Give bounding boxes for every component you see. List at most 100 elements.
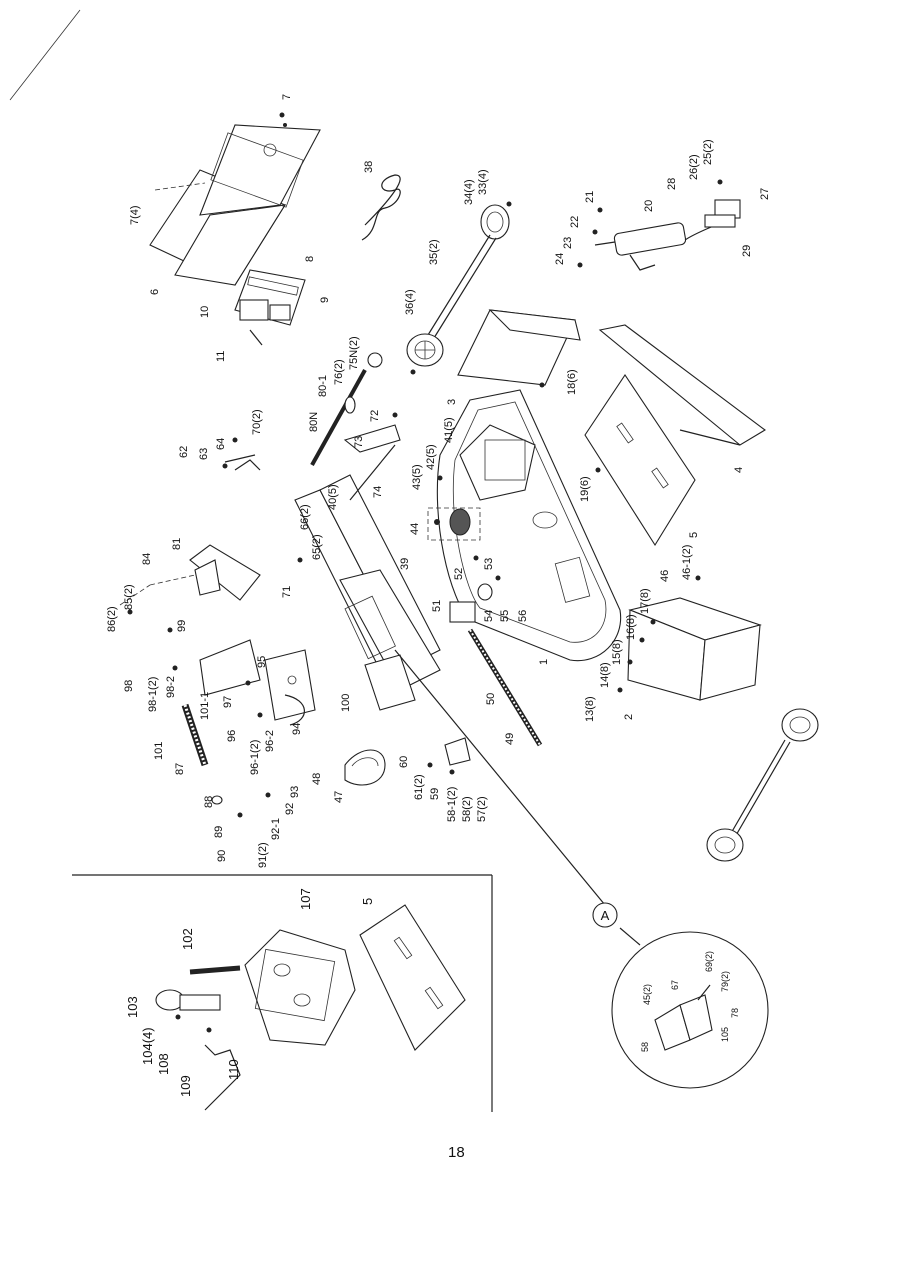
label-92-1: 92-1 [270, 818, 282, 840]
detail-label-45-2: 45(2) [642, 984, 652, 1005]
top-cover [598, 324, 766, 446]
label-33-4: 33(4) [477, 169, 489, 195]
label-11: 11 [215, 351, 227, 362]
clamp-plate [444, 737, 471, 766]
detail-label-58: 58 [640, 1042, 650, 1052]
detail-label-105: 105 [720, 1027, 730, 1042]
label-6: 6 [149, 289, 161, 295]
label-85-2: 85(2) [123, 584, 135, 610]
label-71: 71 [281, 586, 293, 598]
label-3: 3 [446, 399, 458, 405]
control-box [149, 123, 321, 286]
label-65-2: 65(2) [311, 534, 323, 560]
label-96: 96 [226, 730, 238, 742]
shaft-and-lever [310, 352, 401, 501]
lead-screw [449, 583, 543, 747]
detail-label-69-2: 69(2) [704, 951, 714, 972]
label-80n: 80N [308, 412, 320, 432]
part-labels: 7 7(4) 6 8 9 10 11 38 34(4) 33(4) 35(2) … [106, 94, 771, 1097]
label-56: 56 [517, 610, 529, 622]
label-84: 84 [141, 553, 153, 565]
label-47: 47 [333, 791, 345, 803]
label-54: 54 [483, 610, 495, 622]
label-102: 102 [180, 928, 195, 950]
label-110: 110 [226, 1059, 241, 1080]
carriage-and-bracket [199, 639, 316, 726]
label-18-6: 18(6) [566, 369, 578, 395]
label-61-2: 61(2) [413, 774, 425, 800]
label-14-8: 14(8) [599, 662, 611, 688]
label-86-2: 86(2) [106, 606, 118, 632]
label-35-2: 35(2) [428, 239, 440, 265]
label-51: 51 [431, 600, 443, 612]
label-64: 64 [215, 438, 227, 450]
label-26-2: 26(2) [688, 154, 700, 180]
base-plate [584, 374, 696, 547]
label-17-8: 17(8) [639, 588, 651, 614]
label-74: 74 [372, 486, 384, 498]
label-92: 92 [284, 803, 296, 815]
label-50: 50 [485, 693, 497, 705]
switch-panel [234, 269, 306, 346]
label-88: 88 [203, 796, 215, 808]
label-13-8: 13(8) [584, 696, 596, 722]
leader-line-a [394, 649, 606, 906]
label-42-5: 42(5) [425, 444, 437, 470]
detail-label-79-2: 79(2) [720, 971, 730, 992]
label-5: 5 [688, 532, 700, 538]
label-39: 39 [399, 558, 411, 570]
torch-carriage-rail [294, 474, 441, 711]
label-76: 76(2) [333, 359, 345, 385]
label-36-4: 36(4) [404, 289, 416, 315]
label-104-4: 104(4) [140, 1027, 155, 1065]
label-8: 8 [304, 256, 316, 262]
label-108: 108 [156, 1053, 171, 1075]
label-2: 2 [623, 714, 635, 720]
label-7: 7 [281, 94, 293, 100]
label-4: 4 [733, 467, 745, 473]
label-81: 81 [171, 538, 183, 550]
label-7-4: 7(4) [129, 205, 141, 225]
scan-mark [9, 9, 81, 101]
label-53: 53 [483, 558, 495, 570]
label-72: 72 [369, 410, 381, 422]
label-80-1: 80-1 [317, 375, 329, 397]
gas-cylinder [594, 199, 741, 271]
label-38: 38 [363, 161, 375, 173]
label-58-2: 58(2) [461, 796, 473, 822]
label-73: 73 [353, 436, 365, 448]
label-40-5: 40(5) [327, 484, 339, 510]
label-46-1-2: 46-1(2) [681, 545, 693, 580]
inset-base-plate [359, 904, 466, 1051]
label-44: 44 [409, 523, 421, 535]
detail-label-67: 67 [670, 980, 680, 990]
fastener-dots [127, 112, 723, 1033]
handle [344, 749, 386, 786]
inset-torch-body [244, 929, 356, 1046]
label-60: 60 [398, 756, 410, 768]
label-62: 62 [178, 446, 190, 458]
label-46: 46 [659, 570, 671, 582]
tension-spring [181, 703, 223, 805]
label-23: 23 [562, 237, 574, 249]
inset-frame [72, 874, 493, 1112]
filter-screen [427, 507, 481, 541]
label-98: 98 [123, 680, 135, 692]
label-89: 89 [213, 826, 225, 838]
label-59: 59 [429, 788, 441, 800]
label-98-2: 98-2 [165, 676, 177, 698]
label-10: 10 [199, 306, 211, 318]
rear-axle-wheels [706, 708, 819, 862]
left-bracket-parts [119, 454, 261, 606]
inset-valve-parts [155, 965, 241, 1111]
detail-a: A [592, 902, 769, 1089]
label-75n: 75N(2) [348, 336, 360, 370]
label-22: 22 [569, 216, 581, 228]
detail-label-78: 78 [730, 1008, 740, 1018]
page-number: 18 [448, 1144, 465, 1161]
label-93: 93 [289, 786, 301, 798]
label-101: 101 [153, 742, 165, 760]
label-107: 107 [298, 888, 313, 910]
label-70-2: 70(2) [251, 409, 263, 435]
